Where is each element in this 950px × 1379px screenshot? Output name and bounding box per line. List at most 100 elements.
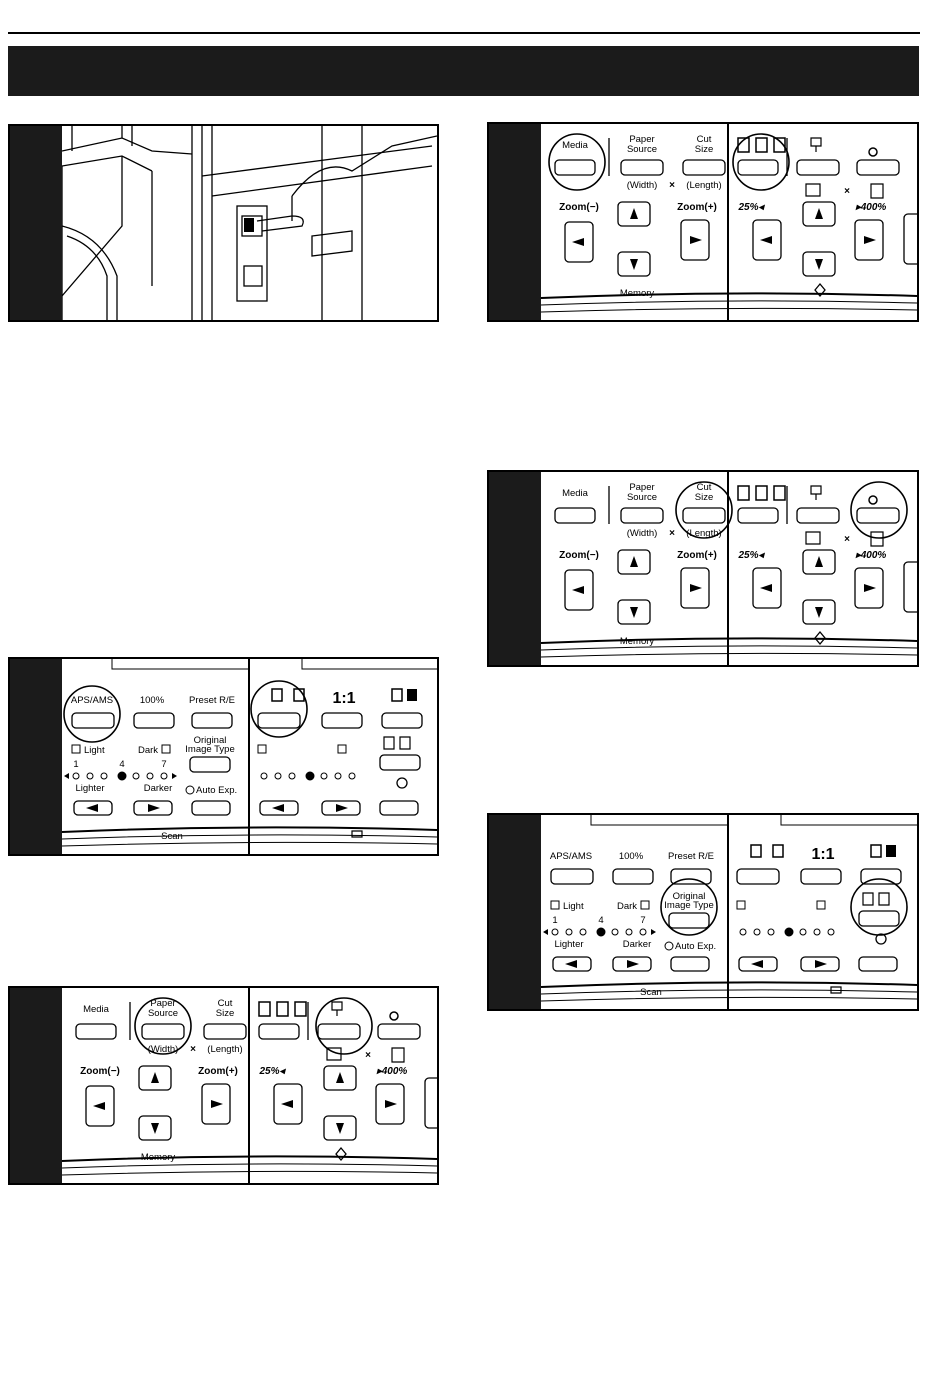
down-arrow-icon [630,259,638,270]
scan-icon [351,830,363,838]
preset-icon [391,688,403,702]
left-arrow-icon [281,1100,293,1108]
scale-4-label: 4 [119,759,124,770]
left-arrow-icon [760,236,772,244]
exposure-dot [753,928,761,936]
light-label: Light [84,745,105,756]
times-sign: × [844,186,850,197]
width-icon [805,183,821,197]
exposure-dot [132,772,140,780]
right-arrow-icon [815,960,827,968]
paper-source-highlight-circle [134,997,192,1055]
original-type-highlight-circle-right [850,878,908,936]
down-arrow-icon [151,1123,159,1134]
exposure-dot [639,928,647,936]
right-arrow-icon [864,236,876,244]
aps-button-right [736,868,780,885]
preset-icon [886,845,896,857]
exposure-dot [117,771,127,781]
up-arrow-icon [630,556,638,567]
right-arrow-icon [148,804,160,812]
original-image-type-label: Original [673,891,706,902]
control-panel-paper-source-step: MediaPaperSource(Width)×CutSize(Length)Z… [62,988,437,1183]
original-image-type-highlight-circle [660,878,718,936]
panel-edge [541,989,917,995]
panel-edge [541,637,917,644]
light-checkbox [736,900,746,910]
panel-edge [62,1155,437,1162]
original-image-type-button [189,756,231,773]
exposure-dot [596,927,606,937]
preset-re-label: Preset R/E [189,695,235,706]
step-tab [10,659,62,854]
darker-label: Darker [144,783,173,794]
exposure-dot [260,772,268,780]
dark-label: Dark [138,745,158,756]
panel-edge [62,1170,437,1176]
paper-source-button [141,1023,185,1040]
one-to-one-button [800,868,842,885]
panel-edge [541,300,917,306]
paper-source-label: Paper [150,998,175,1009]
width-label: (Width) [627,180,658,191]
paper-source-button-right [796,159,840,176]
media-type-highlight-circle [732,133,790,191]
aps-button-right [257,712,301,729]
exposure-dot [348,772,356,780]
side-button [424,1077,437,1129]
section-header-bar [8,46,919,96]
paper-source-button-right [796,507,840,524]
media-type-icons [258,1001,307,1017]
paper-source-label: Source [148,1008,178,1019]
right-arrow-icon [336,804,348,812]
exposure-dot [611,928,619,936]
scale-7-label: 7 [161,759,166,770]
paper-source-icon [810,137,822,152]
panel-edge [541,981,917,988]
exposure-dot [146,772,154,780]
length-icon [870,531,884,547]
aps-ams-highlight-circle [63,685,121,743]
media-button [75,1023,117,1040]
paper-source-icon [810,485,822,500]
zoom-25-label: 25%◂ [737,202,765,213]
cut-size-label: Cut [218,998,233,1009]
panel-edge [541,996,917,1002]
exposure-dot [274,772,282,780]
top-rule [8,32,920,34]
left-arrow-icon [751,960,763,968]
exposure-dot [579,928,587,936]
original-type-icon [862,892,890,906]
panel-edge [541,307,917,313]
left-arrow-icon [572,586,584,594]
exposure-dot [100,772,108,780]
preset-icon [407,689,417,701]
times-sign: × [844,534,850,545]
exposure-dot [739,928,747,936]
one-to-one-label: 1:1 [332,690,355,707]
zoom-minus-label: Zoom(−) [80,1066,120,1077]
power-switch-illustration [62,126,437,320]
auto-exp-label: Auto Exp. [196,785,237,796]
p100-button [612,868,654,885]
panel-edge [541,652,917,658]
width-icon [805,531,821,545]
cut-size-button-right [377,1023,421,1040]
scan-label: Scan [161,831,183,842]
auto-button-right [858,956,898,972]
lighter-label: Lighter [554,939,583,950]
left-arrow-icon [93,1102,105,1110]
exposure-dot [160,772,168,780]
width-icon [326,1047,342,1061]
paper-source-label: Source [627,144,657,155]
down-arrow-icon [815,259,823,270]
cut-size-button [682,159,726,176]
media-label: Media [562,488,589,499]
auto-icon [396,777,408,789]
times-sign: × [190,1044,196,1055]
paper-source-label: Source [627,492,657,503]
length-label: (Length) [207,1044,242,1055]
one-to-one-label: 1:1 [811,846,834,863]
